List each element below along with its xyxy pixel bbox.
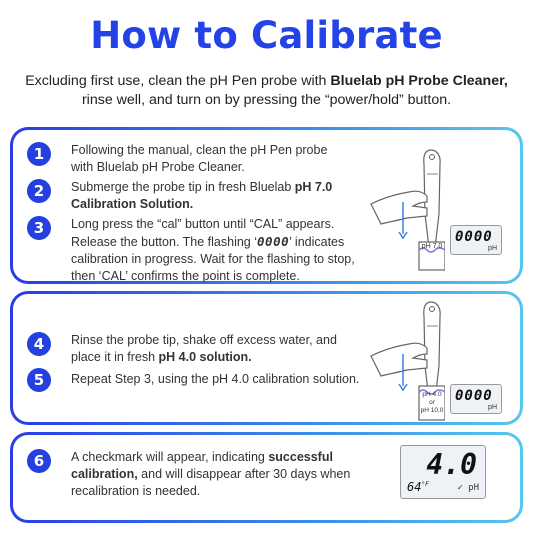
steps-card-3: 6 A checkmark will appear, indicating su… bbox=[10, 432, 523, 523]
step-text-part: Submerge the probe tip in fresh Bluelab bbox=[71, 180, 295, 194]
checkmark-icon: ✓ bbox=[457, 483, 463, 493]
hand-icon bbox=[370, 190, 428, 225]
display-unit: pH bbox=[488, 404, 497, 411]
display-value: 0000 bbox=[455, 229, 493, 245]
hand-pen-beaker-illustration bbox=[370, 301, 445, 421]
step-number-badge: 3 bbox=[27, 216, 51, 240]
down-arrow-icon bbox=[398, 231, 408, 240]
step-2: 2 Submerge the probe tip in fresh Bluela… bbox=[27, 179, 341, 213]
step-6: 6 A checkmark will appear, indicating su… bbox=[27, 449, 371, 500]
step-text: Rinse the probe tip, shake off excess wa… bbox=[71, 332, 341, 366]
status-readout: ✓ pH bbox=[457, 483, 479, 493]
beaker-label: pH 4.0 or pH 10.0 bbox=[418, 391, 446, 415]
step-text: A checkmark will appear, indicating succ… bbox=[71, 449, 371, 500]
display-unit: pH bbox=[488, 245, 497, 252]
down-arrow-icon bbox=[398, 383, 408, 392]
beaker-label-line: pH 4.0 bbox=[422, 391, 442, 398]
inline-display-digits: 0000 bbox=[257, 234, 290, 249]
step-text: Long press the “cal” button until “CAL” … bbox=[71, 216, 356, 285]
step-text: Repeat Step 3, using the pH 4.0 calibrat… bbox=[71, 372, 360, 386]
temperature-value: 64 bbox=[407, 480, 422, 494]
temperature-unit: °F bbox=[421, 481, 429, 488]
step-text-bold: pH 7.0 Calibration Solution. bbox=[71, 180, 333, 211]
intro-part2: rinse well, and turn on by pressing the … bbox=[81, 92, 452, 108]
step-5: 5 Repeat Step 3, using the pH 4.0 calibr… bbox=[27, 368, 361, 392]
step-text-part: Long press the “cal” button until “CAL” … bbox=[71, 217, 335, 249]
step-4: 4 Rinse the probe tip, shake off excess … bbox=[27, 332, 341, 366]
beaker-icon bbox=[418, 385, 445, 421]
step-1: 1 Following the manual, clean the pH Pen… bbox=[27, 142, 341, 176]
intro-text: Excluding first use, clean the pH Pen pr… bbox=[20, 72, 513, 110]
step-text-part: ’ indicates calibration in progress. Wai… bbox=[71, 235, 355, 283]
intro-part1: Excluding first use, clean the pH Pen pr… bbox=[25, 73, 331, 89]
ph-display: 0000 pH bbox=[450, 384, 502, 414]
beaker-icon bbox=[418, 241, 445, 271]
ph-display-large: 4.0 64°F ✓ pH bbox=[400, 445, 486, 499]
step-number-badge: 5 bbox=[27, 368, 51, 392]
beaker-label-line: or bbox=[429, 399, 435, 406]
step-text-part: A checkmark will appear, indicating bbox=[71, 450, 269, 464]
display-value: 4.0 bbox=[426, 448, 477, 481]
step-3: 3 Long press the “cal” button until “CAL… bbox=[27, 216, 356, 285]
step-number-badge: 4 bbox=[27, 332, 51, 356]
step-text-part: and will disappear after 30 days when re… bbox=[71, 467, 351, 498]
display-value: 0000 bbox=[455, 388, 493, 404]
step-text-bold: successful calibration, bbox=[71, 450, 333, 481]
intro-bold: Bluelab pH Probe Cleaner, bbox=[330, 73, 508, 89]
step-number-badge: 2 bbox=[27, 179, 51, 203]
step-text: Following the manual, clean the pH Pen p… bbox=[71, 143, 328, 174]
temperature-readout: 64°F bbox=[407, 480, 429, 494]
steps-card-2: 4 Rinse the probe tip, shake off excess … bbox=[10, 291, 523, 425]
step-text-part: Rinse the probe tip, shake off excess wa… bbox=[71, 333, 337, 364]
beaker-label: pH 7.0 bbox=[421, 243, 443, 250]
hand-pen-beaker-illustration bbox=[370, 149, 445, 271]
step-text-bold: pH 4.0 solution. bbox=[158, 350, 252, 364]
page-title: How to Calibrate bbox=[90, 14, 443, 57]
step-number-badge: 6 bbox=[27, 449, 51, 473]
steps-card-1: 1 Following the manual, clean the pH Pen… bbox=[10, 127, 523, 284]
step-text: Submerge the probe tip in fresh Bluelab … bbox=[71, 179, 341, 213]
step-number-badge: 1 bbox=[27, 142, 51, 166]
beaker-label-line: pH 10.0 bbox=[420, 407, 444, 414]
ph-display: 0000 pH bbox=[450, 225, 502, 255]
display-unit: pH bbox=[468, 483, 479, 493]
hand-icon bbox=[370, 342, 428, 377]
